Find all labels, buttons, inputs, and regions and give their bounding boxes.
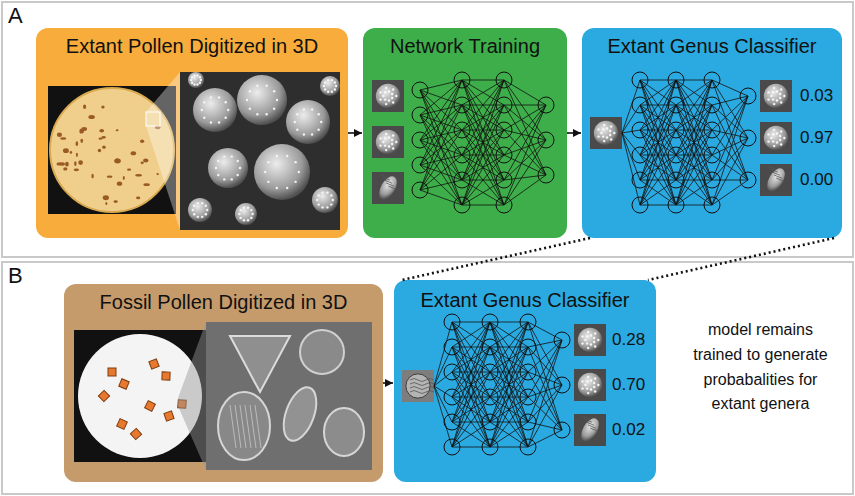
panel: Fossil Pollen Digitized in 3D Extant Genu… <box>1 261 854 495</box>
pollen-thumbnail <box>590 117 622 149</box>
process-box: Extant Pollen Digitized in 3D <box>36 28 348 238</box>
probability-value: 0.00 <box>800 170 840 190</box>
box-title: Extant Genus Classifier <box>582 34 842 58</box>
process-box: Extant Genus Classifier 0.03 0.97 0.00 <box>582 28 842 238</box>
pollen-thumbnail <box>402 370 434 402</box>
panel: Extant Pollen Digitized in 3D Network Tra… <box>1 1 854 258</box>
pollen-thumbnail <box>760 80 792 112</box>
process-box: Fossil Pollen Digitized in 3D <box>64 284 383 482</box>
drawing <box>48 72 792 470</box>
probability-value: 0.97 <box>800 128 840 148</box>
pollen-thumbnail <box>372 172 404 204</box>
panel-label: A <box>8 3 38 29</box>
pollen-thumbnail <box>760 122 792 154</box>
probability-value: 0.02 <box>612 420 652 440</box>
pollen-thumbnail <box>372 126 404 158</box>
box-title: Fossil Pollen Digitized in 3D <box>64 290 383 314</box>
box-title: Network Training <box>363 34 567 58</box>
neural-network <box>412 72 554 213</box>
neural-network <box>434 314 570 455</box>
probability-value: 0.70 <box>612 375 652 395</box>
box-title: Extant Pollen Digitized in 3D <box>36 34 348 58</box>
pollen-thumbnail <box>574 414 606 446</box>
dotted-connector <box>648 238 834 280</box>
note-text: model remains trained to generate probab… <box>688 318 833 417</box>
pollen-thumbnail <box>760 164 792 196</box>
dotted-connector <box>402 238 590 280</box>
pollen-thumbnail <box>372 80 404 112</box>
process-box: Network Training <box>363 28 567 238</box>
process-box: Extant Genus Classifier 0.28 0.70 0.02 <box>394 280 656 482</box>
neural-network <box>622 72 756 213</box>
arrow-connector <box>567 132 581 134</box>
arrow-connector <box>348 132 362 134</box>
box-title: Extant Genus Classifier <box>394 288 656 312</box>
arrow-connector <box>383 382 393 384</box>
probability-value: 0.03 <box>800 86 840 106</box>
panel-label: B <box>8 263 38 289</box>
pollen-thumbnail <box>574 324 606 356</box>
probability-value: 0.28 <box>612 330 652 350</box>
pollen-thumbnail <box>574 369 606 401</box>
